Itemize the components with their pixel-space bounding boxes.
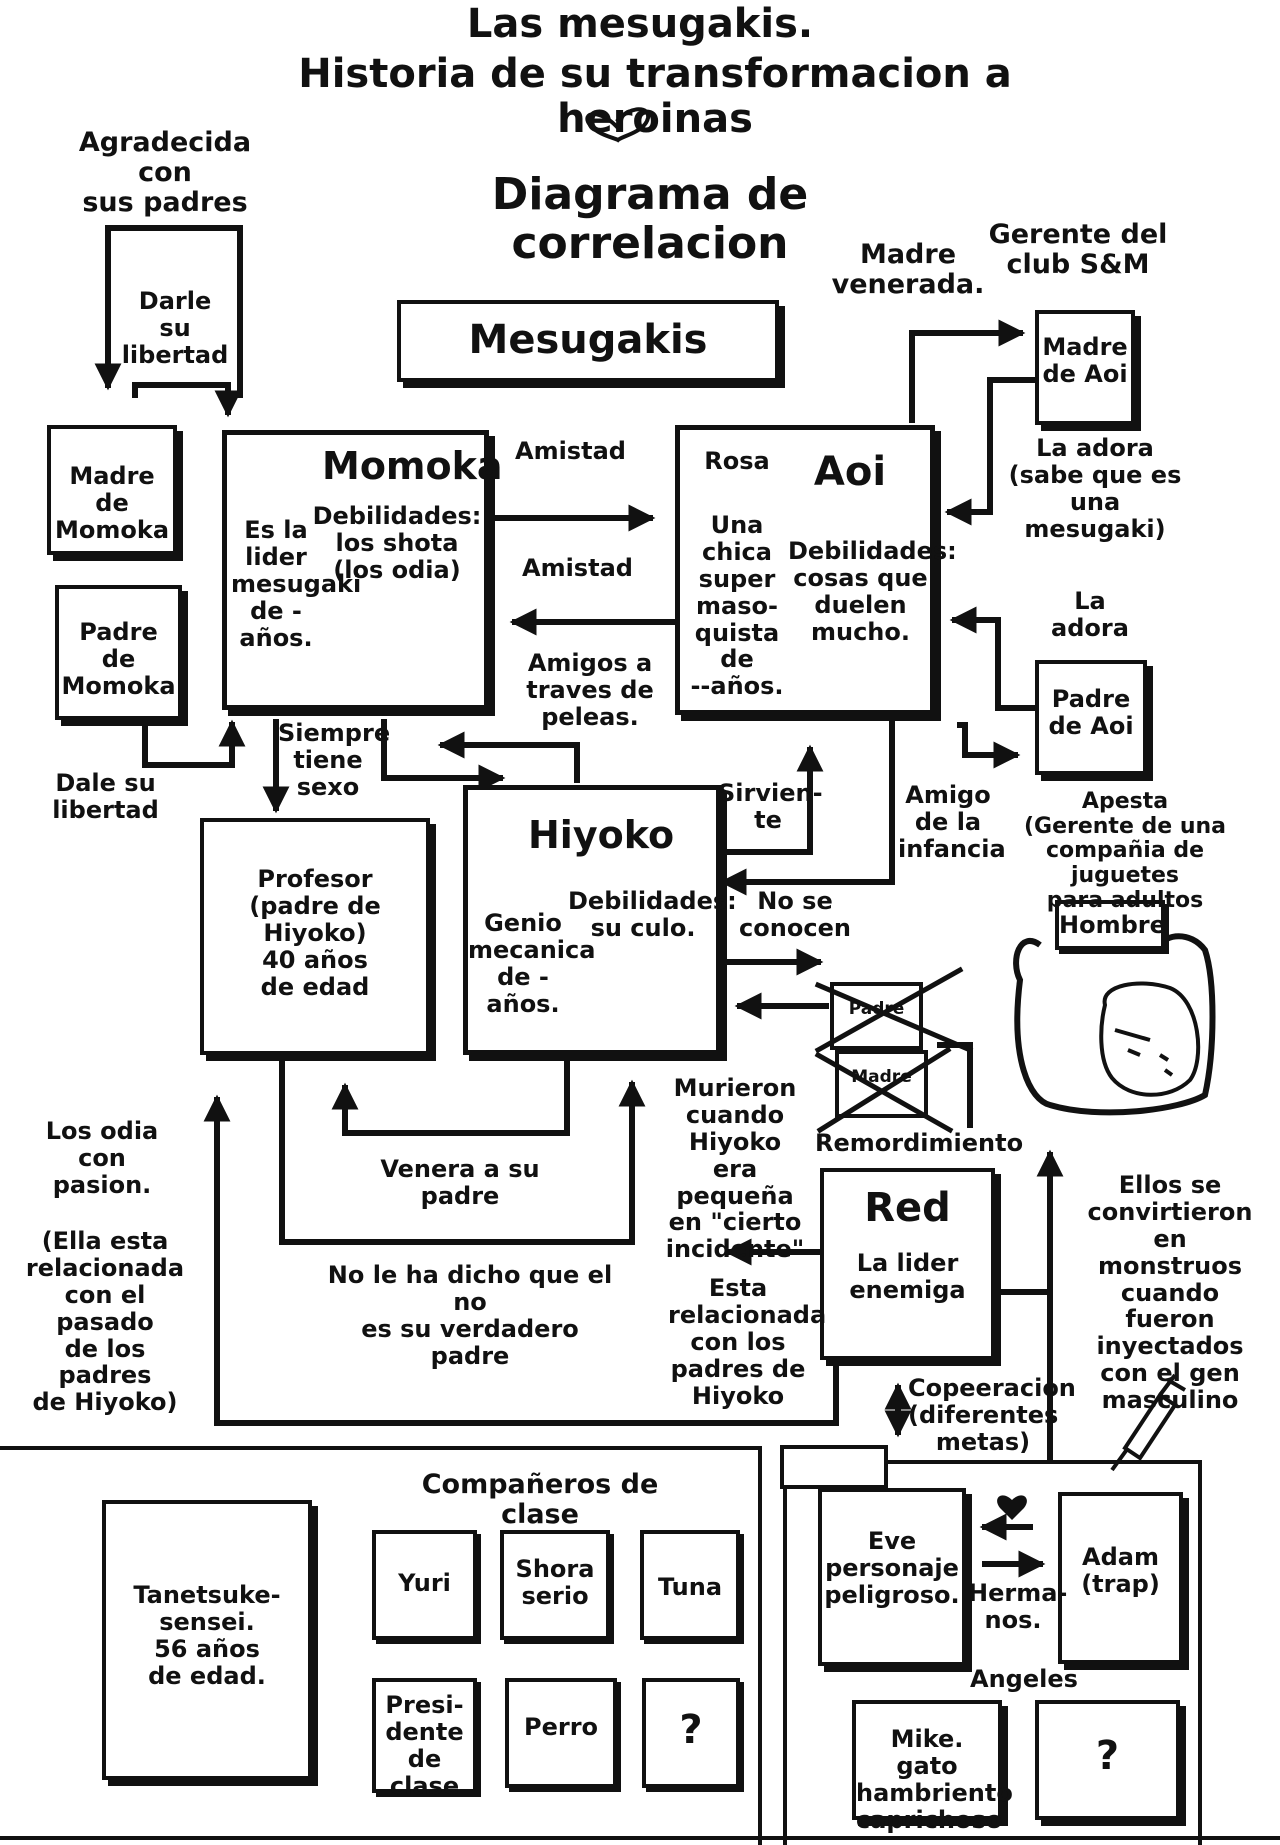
classmate-name: Tuna — [657, 1573, 723, 1601]
aoi-weakness: Debilidades: cosas que duelen mucho. — [788, 537, 957, 646]
label-gerente: Gerente del club S&M — [988, 219, 1168, 281]
label-venera-padre: Venera a su padre — [380, 1155, 540, 1210]
label-madre-venerada: Madre venerada. — [831, 239, 985, 301]
momoka-description: Es la lider mesugaki de - años. — [231, 516, 362, 652]
label-amigos-peleas: Amigos a traves de peleas. — [526, 649, 654, 731]
label-esta-relacionada: Esta relacionada con los padres de Hiyok… — [668, 1274, 827, 1410]
label-amigo-infancia: Amigo de la infancia — [898, 781, 1006, 863]
unknown-angel-text: ? — [1095, 1733, 1120, 1779]
classmate-name: ? — [679, 1707, 703, 1753]
padre-crossed-text: Padre — [848, 999, 905, 1019]
title-line-2: Historia de su transformacion a heroinas — [298, 51, 1012, 142]
label-sirviente: Sirvien- te — [718, 779, 823, 834]
classmates-title: Compañeros de clase — [421, 1469, 659, 1531]
label-hermanos: Herma- nos. — [968, 1579, 1068, 1634]
title-line-1: Las mesugakis. — [466, 1, 814, 47]
madre-momoka-text: Madre de Momoka — [54, 462, 170, 544]
group-label: Mesugakis — [468, 317, 708, 363]
aoi-name: Aoi — [813, 449, 887, 495]
hiyoko-name: Hiyoko — [528, 813, 675, 857]
label-murieron: Murieron cuando Hiyoko era pequeña en "c… — [665, 1074, 805, 1264]
momoka-weakness: Debilidades: los shota (los odia) — [312, 502, 482, 584]
aoi-rosa: Rosa — [704, 447, 770, 475]
padre-momoka-text: Padre de Momoka — [61, 618, 176, 700]
angels-label: Angeles — [970, 1665, 1078, 1693]
teacher-text: Tanetsuke- sensei. 56 años de edad. — [133, 1581, 281, 1690]
eve-text: Eve personaje peligroso. — [824, 1527, 960, 1609]
adam-node: Adam (trap) — [1058, 1492, 1183, 1664]
padre-aoi-text: Padre de Aoi — [1048, 685, 1134, 740]
label-siempre-sexo: Siempre tiene sexo — [278, 719, 391, 801]
classmate-box: Perro — [505, 1678, 617, 1788]
classmate-name: Shora serio — [515, 1555, 595, 1610]
classmate-box: Yuri — [372, 1530, 477, 1640]
hombre-node: Hombre — [1055, 900, 1166, 950]
mesugakis-group-box: Mesugakis — [397, 300, 779, 382]
momoka-node: Momoka Debilidades: los shota (los odia)… — [222, 430, 503, 710]
diagram-subtitle: Diagrama de correlacion — [491, 169, 809, 270]
label-amistad-1: Amistad — [515, 437, 626, 465]
label-cooperacion: Copeeracion (diferentes metas) — [908, 1374, 1076, 1456]
classmate-name: Yuri — [398, 1569, 451, 1597]
padre-crossed-node: Padre — [830, 982, 923, 1050]
label-amistad-2: Amistad — [522, 554, 633, 582]
madre-aoi-node: Madre de Aoi — [1035, 310, 1135, 425]
momoka-name: Momoka — [322, 444, 503, 488]
classmate-box: Presi- dente de clase — [372, 1678, 477, 1799]
hombre-face-icon — [1099, 981, 1201, 1097]
label-no-le-ha-dicho: No le ha dicho que el no es su verdadero… — [327, 1261, 613, 1370]
aoi-node: Rosa Aoi Una chica super maso- quista de… — [675, 425, 957, 715]
hombre-text: Hombre — [1059, 911, 1166, 939]
heart-icon — [585, 107, 651, 143]
classmate-name: Presi- dente de clase — [385, 1691, 464, 1800]
label-darle-libertad: Darle su libertad — [121, 287, 229, 369]
hiyoko-weakness: Debilidades: su culo. — [568, 887, 737, 942]
syringe-icon — [1110, 1373, 1187, 1472]
label-remordimiento: Remordimiento — [815, 1129, 1024, 1157]
madre-momoka-node: Madre de Momoka — [47, 425, 177, 555]
red-name: Red — [864, 1185, 951, 1231]
classmate-box: Tuna — [640, 1530, 740, 1640]
profesor-text: Profesor (padre de Hiyoko) 40 años de ed… — [249, 865, 381, 1001]
red-description: La lider enemiga — [849, 1249, 966, 1304]
label-dale-libertad: Dale su libertad — [52, 769, 159, 824]
aoi-description: Una chica super maso- quista de --años. — [690, 511, 784, 701]
teacher-node: Tanetsuke- sensei. 56 años de edad. — [102, 1500, 312, 1780]
unknown-angel-node: ? — [1035, 1700, 1180, 1820]
madre-crossed-text: Madre — [851, 1067, 912, 1087]
label-no-se-conocen: No se conocen — [739, 887, 851, 942]
adam-text: Adam (trap) — [1081, 1543, 1160, 1598]
classmate-name: Perro — [523, 1713, 599, 1741]
profesor-node: Profesor (padre de Hiyoko) 40 años de ed… — [200, 818, 430, 1055]
padre-aoi-node: Padre de Aoi — [1035, 660, 1147, 775]
label-los-odia: Los odia con pasion. — [45, 1117, 159, 1199]
label-la-adora-1: La adora (sabe que es una mesugaki) — [1008, 434, 1182, 543]
eve-node: Eve personaje peligroso. — [818, 1488, 966, 1666]
angels-tab — [780, 1445, 888, 1489]
madre-crossed-node: Madre — [835, 1050, 928, 1118]
madre-aoi-text: Madre de Aoi — [1042, 333, 1128, 388]
mike-text: Mike. gato hambriento caprichoso — [856, 1725, 1013, 1834]
red-node: Red La lider enemiga — [820, 1168, 995, 1360]
small-heart-icon — [997, 1495, 1027, 1520]
padre-momoka-node: Padre de Momoka — [55, 585, 182, 720]
hiyoko-node: Hiyoko Genio mecanica de - años. Debilid… — [463, 785, 737, 1055]
label-ella-esta: (Ella esta relacionada con el pasado de … — [25, 1227, 185, 1417]
classmate-box: Shora serio — [500, 1530, 610, 1640]
label-apesta: Apesta (Gerente de una compañia de jugue… — [1023, 789, 1227, 913]
classmate-box: ? — [642, 1678, 740, 1788]
label-monstruos: Ellos se convirtieron en monstruos cuand… — [1087, 1171, 1253, 1414]
mike-node: Mike. gato hambriento caprichoso — [852, 1700, 1013, 1833]
label-la-adora-2: La adora — [1051, 587, 1129, 642]
hiyoko-description: Genio mecanica de - años. — [468, 909, 596, 1018]
label-agradecida: Agradecida con sus padres — [78, 127, 252, 219]
